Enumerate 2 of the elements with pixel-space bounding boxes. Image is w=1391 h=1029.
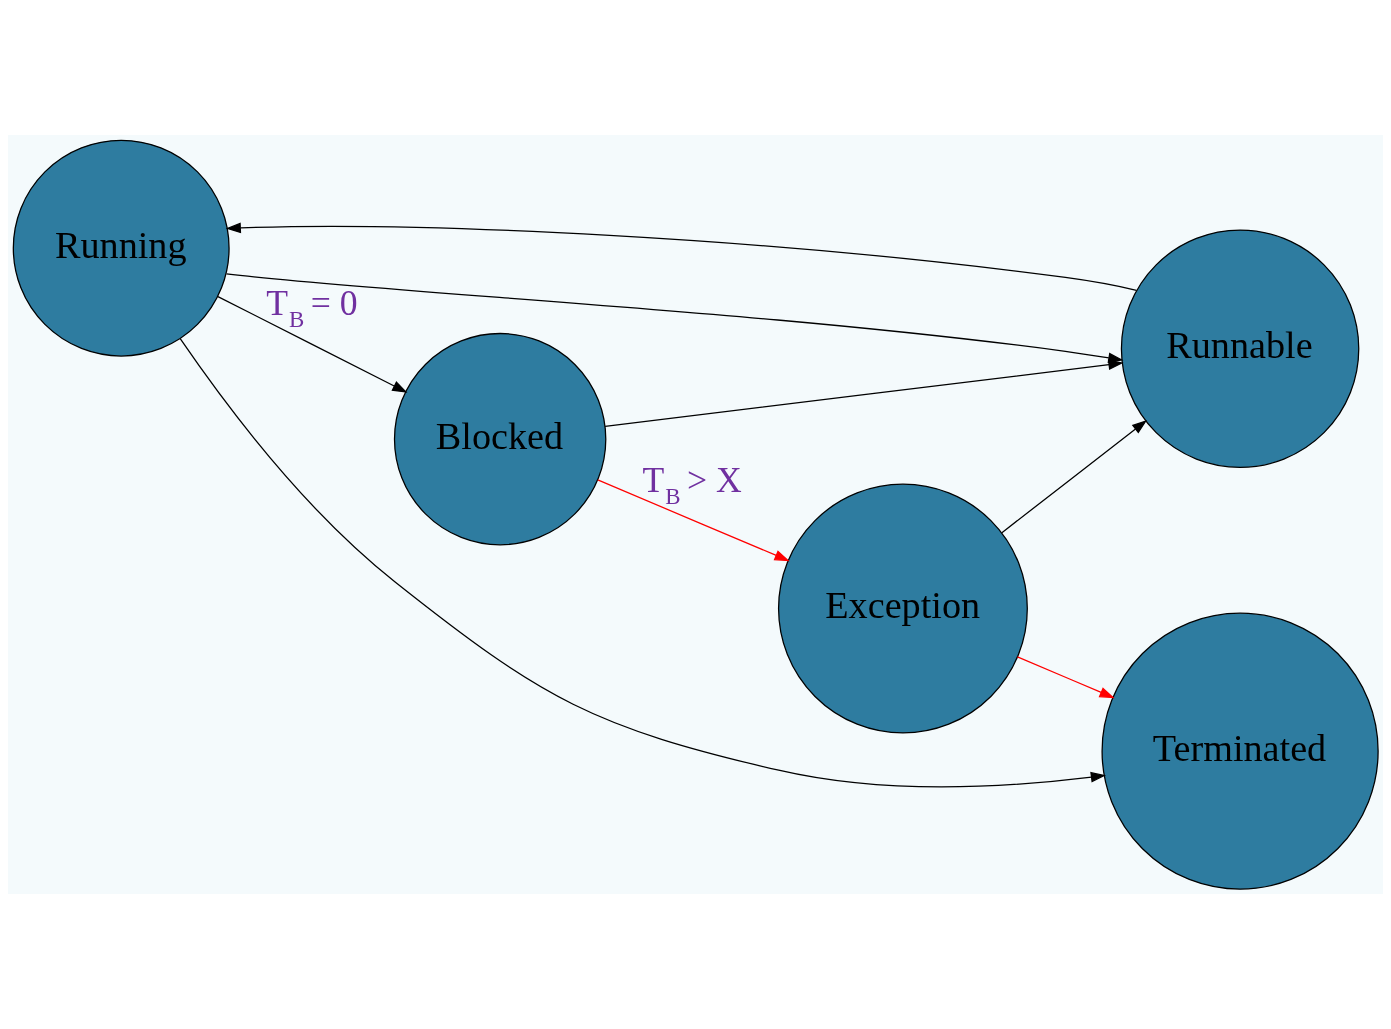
edge-label: T$_{B}$ > X <box>642 459 742 510</box>
edge-label: T$_{B}$ = 0 <box>266 282 358 333</box>
